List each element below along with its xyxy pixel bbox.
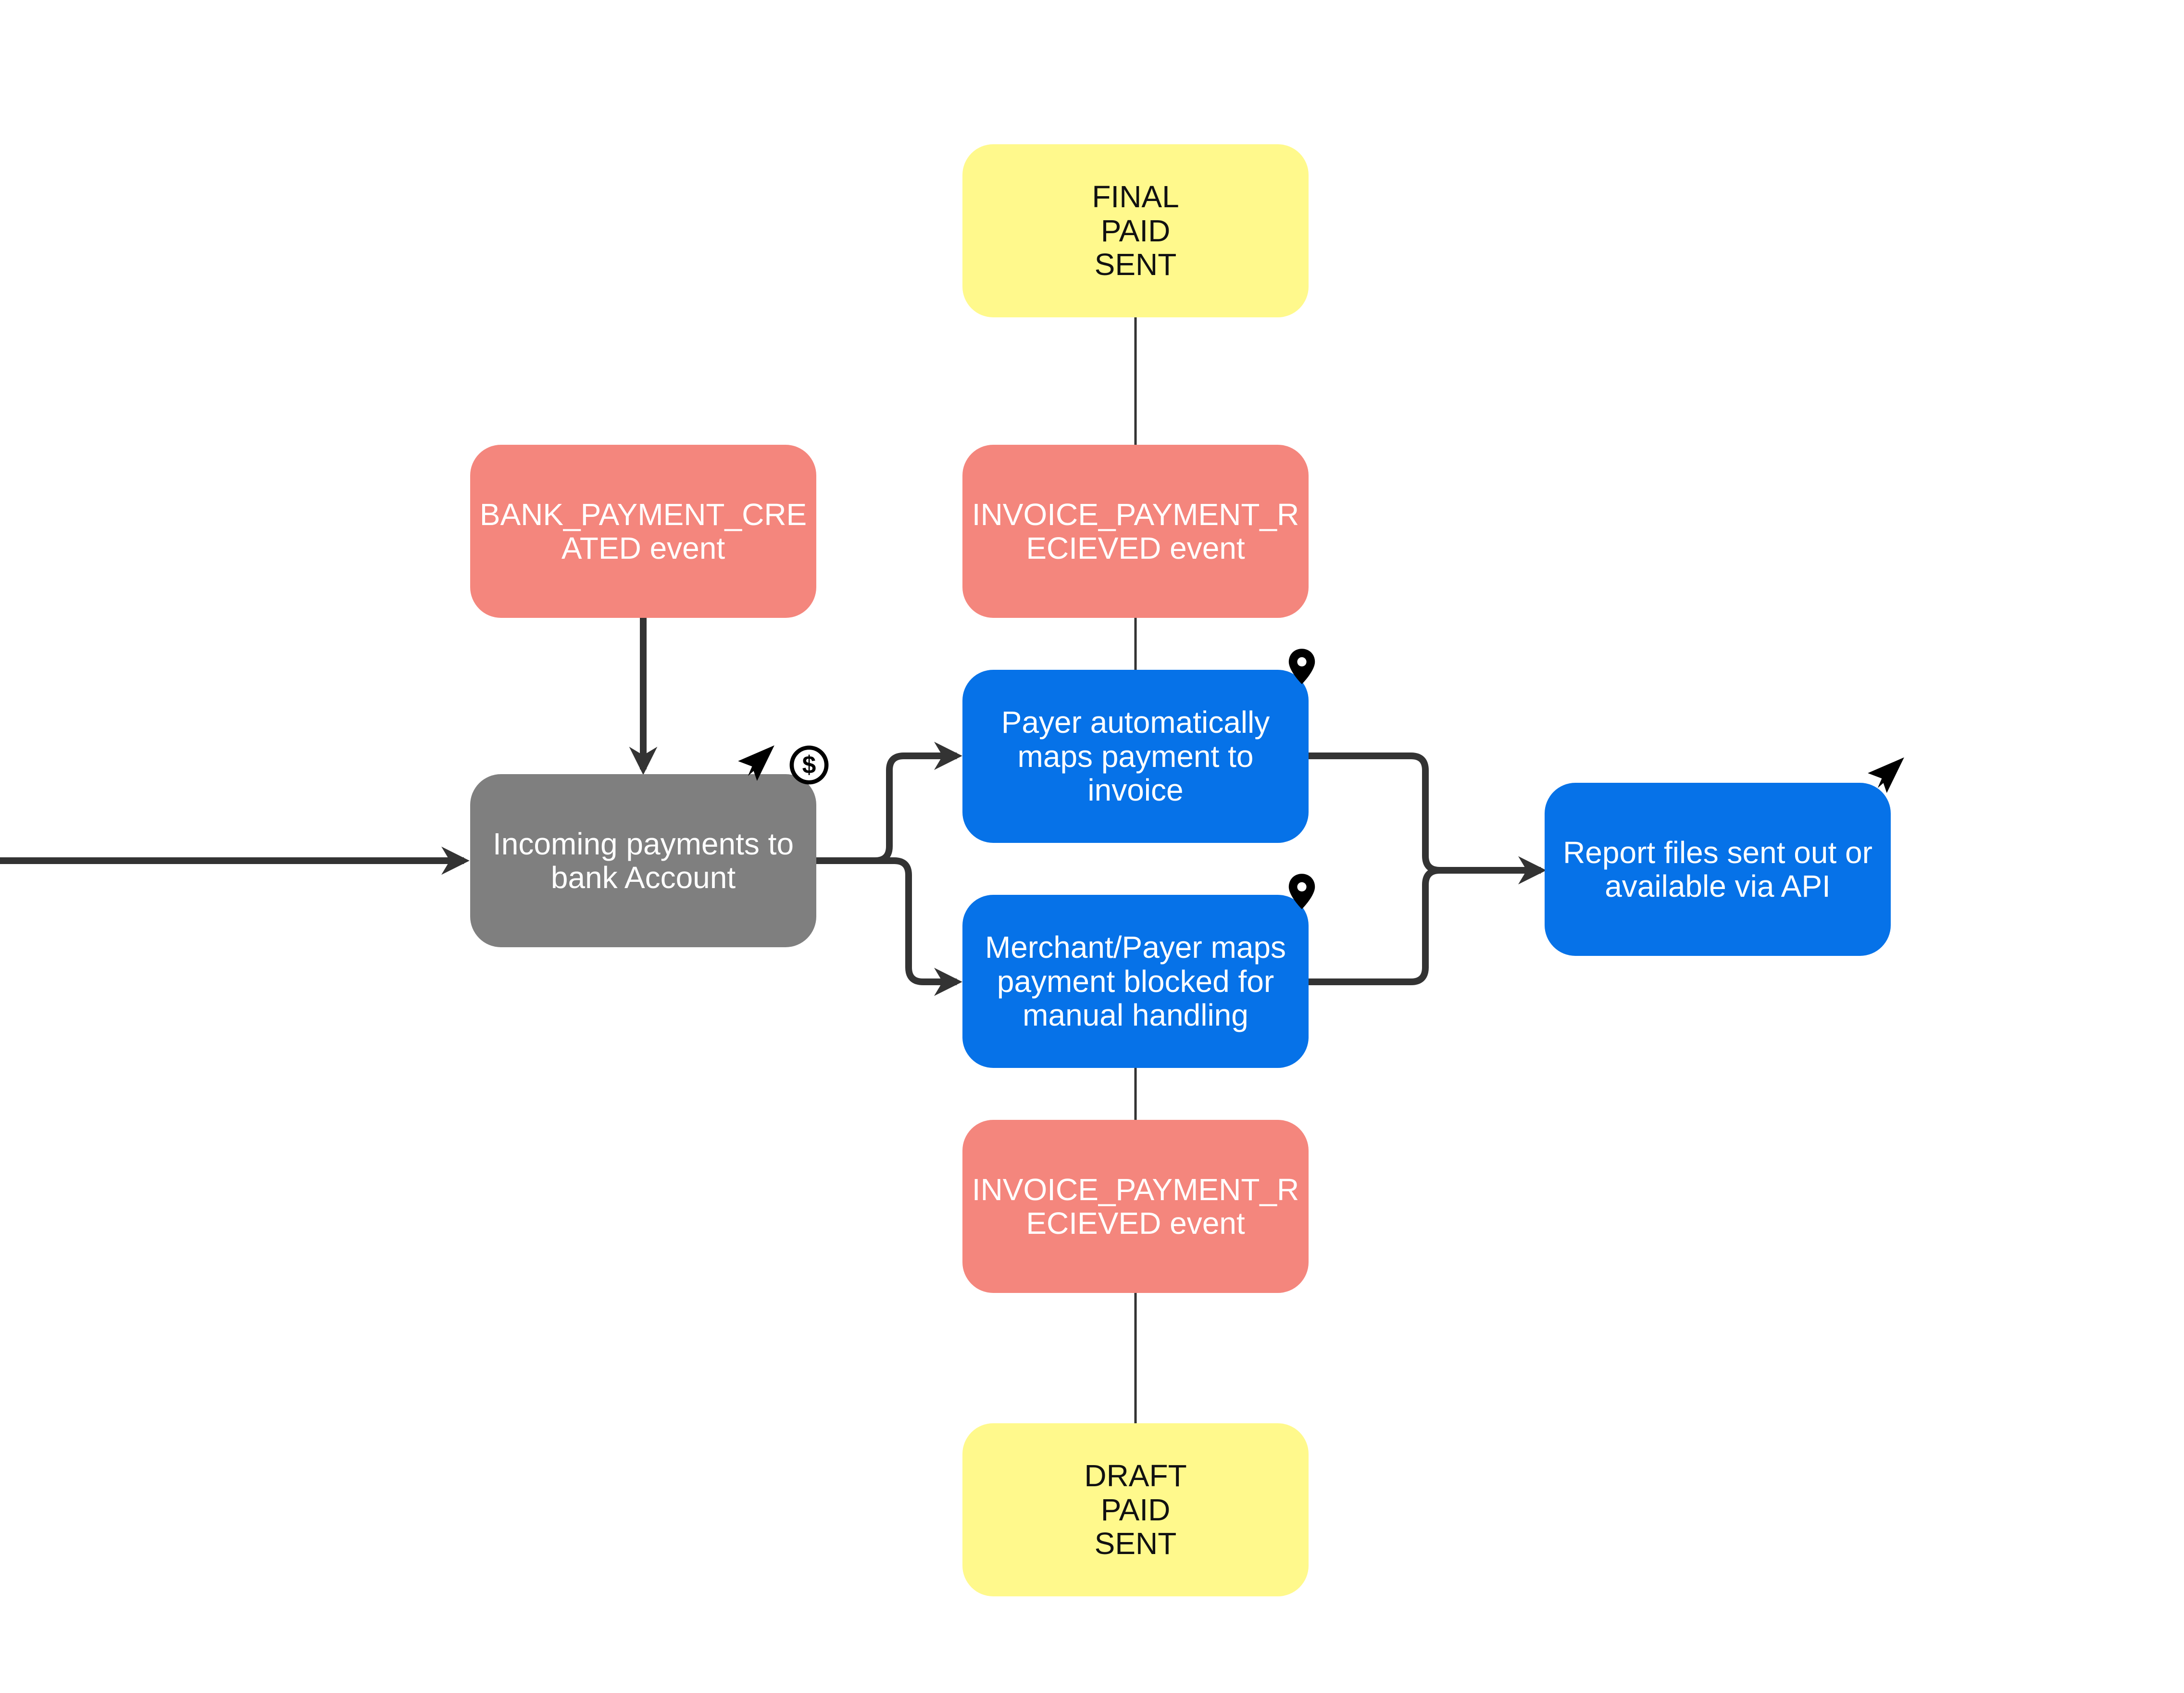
- action-report-label: Report files sent out or available via A…: [1563, 835, 1872, 903]
- arrow-payer-to-report: [1309, 752, 1547, 885]
- dollar-icon: $: [789, 745, 829, 785]
- event-invoice-bottom-label: INVOICE_PAYMENT_R ECIEVED event: [972, 1172, 1299, 1241]
- state-final-paid-sent[interactable]: FINAL PAID SENT: [962, 144, 1309, 317]
- state-draft-label: DRAFT PAID SENT: [1084, 1458, 1187, 1561]
- map-pin-icon: [1288, 649, 1315, 684]
- event-invoice-payment-received-top[interactable]: INVOICE_PAYMENT_R ECIEVED event: [962, 445, 1309, 618]
- process-incoming-label: Incoming payments to bank Account: [492, 826, 794, 895]
- event-bank-label: BANK_PAYMENT_CRE ATED event: [479, 497, 807, 565]
- action-report-files[interactable]: Report files sent out or available via A…: [1545, 783, 1891, 956]
- event-invoice-top-label: INVOICE_PAYMENT_R ECIEVED event: [972, 497, 1299, 565]
- state-final-label: FINAL PAID SENT: [1092, 179, 1179, 282]
- action-merchant-manual-mapping[interactable]: Merchant/Payer maps payment blocked for …: [962, 895, 1309, 1068]
- process-incoming-payments[interactable]: Incoming payments to bank Account: [470, 774, 816, 947]
- arrow-incoming-to-merchant: [816, 857, 962, 996]
- connector-merchant-to-report: [1309, 867, 1440, 985]
- action-merchant-label: Merchant/Payer maps payment blocked for …: [985, 930, 1286, 1033]
- map-pin-icon: [1288, 874, 1315, 909]
- action-payer-label: Payer automatically maps payment to invo…: [1001, 705, 1270, 808]
- svg-text:$: $: [802, 751, 816, 778]
- event-invoice-payment-received-bottom[interactable]: INVOICE_PAYMENT_R ECIEVED event: [962, 1120, 1309, 1293]
- event-bank-payment-created[interactable]: BANK_PAYMENT_CRE ATED event: [470, 445, 816, 618]
- arrow-incoming-to-payer: [816, 741, 962, 864]
- paper-plane-icon: [1868, 757, 1904, 793]
- state-draft-paid-sent[interactable]: DRAFT PAID SENT: [962, 1423, 1309, 1596]
- paper-plane-icon: [738, 745, 774, 781]
- action-payer-automatic-mapping[interactable]: Payer automatically maps payment to invo…: [962, 670, 1309, 843]
